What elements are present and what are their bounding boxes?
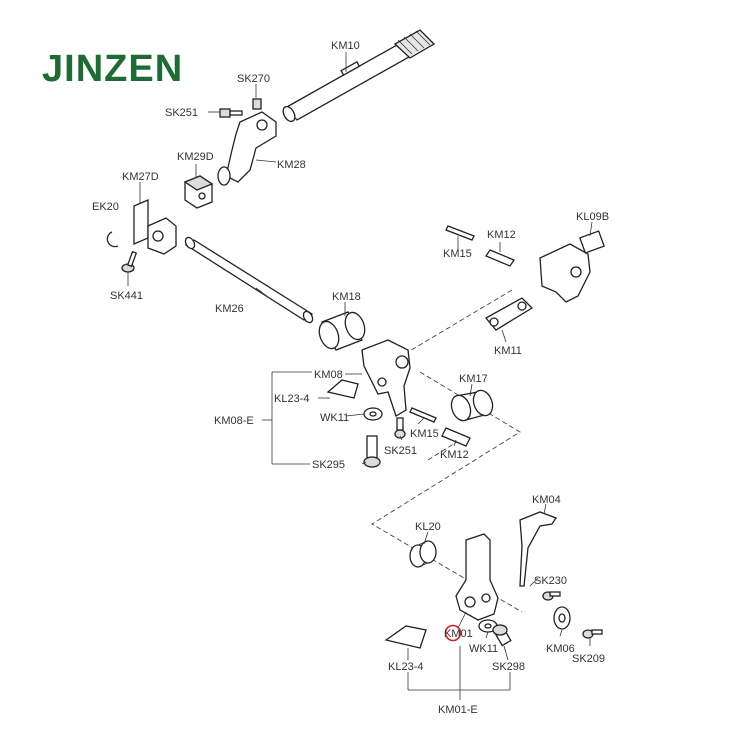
label-sk209: SK209 — [572, 653, 605, 665]
label-km08: KM08 — [314, 369, 343, 381]
label-sk230: SK230 — [534, 575, 567, 587]
label-sk298: SK298 — [492, 661, 525, 673]
km12-pin-top — [485, 249, 515, 267]
label-sk295: SK295 — [312, 459, 345, 471]
km15-pin-mid — [409, 407, 437, 423]
label-km28: KM28 — [277, 159, 306, 171]
kl23-4-plate-top — [326, 379, 359, 399]
label-kl23-4-bottom: KL23-4 — [388, 661, 423, 673]
sk298-screw — [492, 624, 512, 647]
km12-pin-mid — [441, 427, 471, 447]
km29d-block — [183, 175, 214, 209]
km01-lever — [455, 533, 499, 621]
km06-washer — [553, 606, 571, 630]
sk230-screw — [542, 591, 561, 601]
label-km15-top: KM15 — [443, 248, 472, 260]
km08-lever — [361, 339, 411, 417]
km15-pin-top — [445, 225, 475, 241]
km26-shaft — [184, 236, 314, 324]
ek20-retaining-ring — [106, 231, 119, 248]
label-km12-top: KM12 — [487, 229, 516, 241]
kl09b-bracket — [539, 230, 605, 303]
label-wk11-top: WK11 — [320, 412, 349, 424]
km04-spring — [519, 511, 557, 587]
label-km27d: KM27D — [122, 171, 159, 183]
label-km12-mid: KM12 — [440, 449, 469, 461]
label-km01-e: KM01-E — [438, 704, 478, 716]
km11-link — [484, 297, 534, 331]
km28-arm — [217, 111, 277, 186]
km27d-bracket — [133, 199, 177, 255]
label-km29d: KM29D — [177, 151, 214, 163]
leader-lines — [127, 52, 593, 700]
km10-shaft — [282, 29, 436, 123]
label-km15-mid: KM15 — [410, 428, 439, 440]
km17-bushing — [450, 389, 494, 422]
label-kl23-4-top: KL23-4 — [274, 393, 309, 405]
label-km18: KM18 — [332, 291, 361, 303]
part-labels: KM10 SK270 SK251 KM29D KM28 KM27D EK20 S… — [92, 40, 609, 716]
kl20-bushing — [409, 540, 437, 568]
km18-bushing — [318, 311, 366, 351]
label-sk251-mid: SK251 — [384, 445, 417, 457]
label-km11: KM11 — [494, 345, 522, 357]
brand-logo: JINZEN — [42, 48, 184, 90]
sk251-screw-mid — [394, 417, 406, 439]
kl23-4-plate-bottom — [384, 625, 427, 649]
sk209-screw — [582, 629, 603, 639]
wk11-washer-top — [363, 407, 383, 421]
label-km06: KM06 — [546, 643, 575, 655]
label-km04: KM04 — [532, 494, 561, 506]
sk251-screw-top — [219, 108, 243, 118]
label-wk11-bottom: WK11 — [469, 643, 498, 655]
label-kl09b: KL09B — [576, 211, 609, 223]
label-sk270: SK270 — [237, 73, 270, 85]
label-km26: KM26 — [215, 303, 244, 315]
sk441-screw — [121, 250, 138, 273]
sk295-screw — [363, 435, 381, 468]
label-ek20: EK20 — [92, 201, 119, 213]
sk270-set-screw — [252, 98, 262, 110]
label-km10: KM10 — [331, 40, 360, 52]
km01-highlight-ring — [444, 624, 462, 642]
label-sk441: SK441 — [110, 290, 143, 302]
label-km17: KM17 — [459, 373, 488, 385]
label-km01: KM01 — [444, 628, 473, 640]
label-km08-e: KM08-E — [214, 415, 254, 427]
label-sk251-top: SK251 — [165, 107, 198, 119]
label-kl20: KL20 — [415, 521, 441, 533]
